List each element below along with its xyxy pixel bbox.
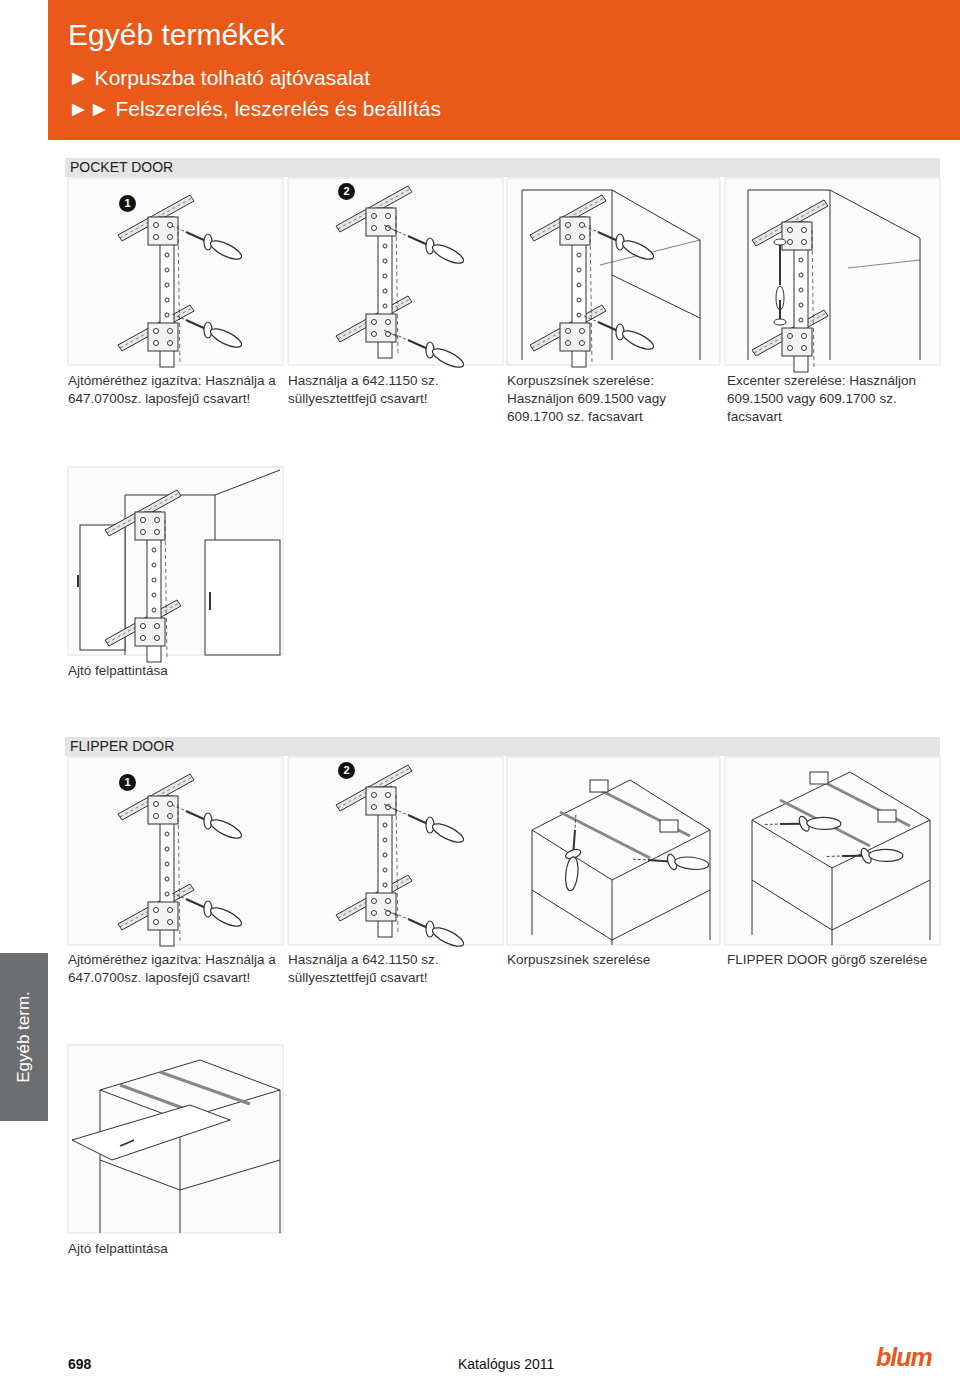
header-band: Egyéb termékek ► Korpuszba tolható ajtóva… <box>48 0 960 140</box>
section-band: POCKET DOOR <box>65 158 940 177</box>
callout-text: 2 <box>338 762 355 779</box>
caption: Excenter szerelése: Használjon 609.1500 … <box>727 372 940 426</box>
caption: Ajtó felpattintása <box>68 662 283 680</box>
callout-number: 2 <box>338 762 355 779</box>
caption: Ajtóméréthez igazítva: Használja a 647.0… <box>68 372 280 408</box>
callout-text: 1 <box>119 195 136 212</box>
caption: Használja a 642.1150 sz. süllyesztettfej… <box>288 372 500 408</box>
caption: Ajtóméréthez igazítva: Használja a 647.0… <box>68 951 280 987</box>
node-text: ► Korpuszba tolható ajtóvasalat <box>68 62 940 93</box>
pocket-cabinet-drawings <box>522 190 920 372</box>
caption: Használja a 642.1150 sz. süllyesztettfej… <box>288 951 500 987</box>
catalog-label: Katalógus 2011 <box>458 1355 598 1373</box>
page-number: 698 <box>68 1355 128 1373</box>
brand-logo: blum <box>876 1343 952 1371</box>
side-tab: Egyéb term. <box>0 953 48 1121</box>
caption: Korpuszsínek szerelése: Használjon 609.1… <box>507 372 720 426</box>
illustration-panels <box>68 178 940 1233</box>
callout-number: 1 <box>119 774 136 791</box>
caption: Ajtó felpattintása <box>68 1240 283 1258</box>
callout-text: 2 <box>338 183 355 200</box>
pocket-door-open <box>78 470 280 662</box>
callout-text: 1 <box>119 774 136 791</box>
mounting-drawings <box>118 186 466 950</box>
callout-number: 2 <box>338 183 355 200</box>
callout-number: 1 <box>119 195 136 212</box>
node-text: Egyéb termékek <box>68 16 940 54</box>
caption: FLIPPER DOOR görgő szerelése <box>727 951 947 969</box>
section-band: FLIPPER DOOR <box>65 737 940 756</box>
flipper-cabinet-drawings <box>532 772 930 945</box>
caption: Korpuszsínek szerelése <box>507 951 720 969</box>
node-text: POCKET DOOR <box>70 159 935 176</box>
flipper-door-open <box>72 1060 280 1233</box>
node-text: ►► Felszerelés, leszerelés és beállítás <box>68 93 940 124</box>
node-text: Egyéb term. <box>14 991 34 1083</box>
node-text: FLIPPER DOOR <box>70 738 935 755</box>
